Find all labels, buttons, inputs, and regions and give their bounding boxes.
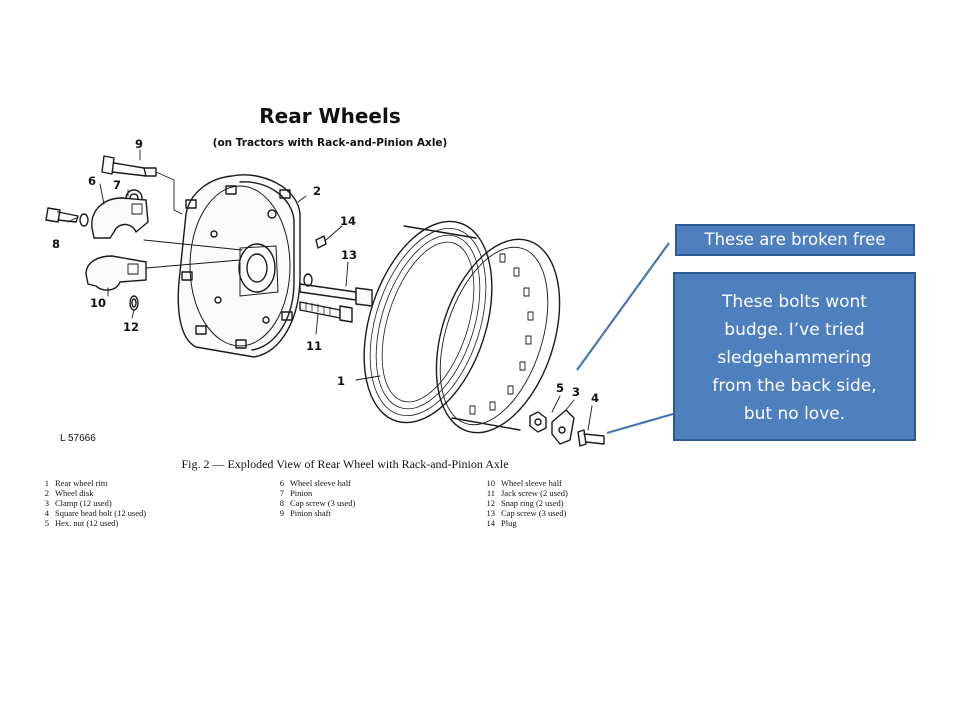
pinion-shaft [101, 155, 157, 177]
part-label-8: 8 [52, 237, 61, 251]
legend-text: Rear wheel rim [55, 478, 108, 488]
legend-item: 7 Pinion [273, 488, 355, 498]
figure-caption: Fig. 2 — Exploded View of Rear Wheel wit… [181, 457, 509, 471]
legend-text: Plug [501, 518, 517, 528]
part-label-5: 5 [556, 381, 565, 395]
part-label-2: 2 [313, 184, 322, 198]
part-label-11: 11 [306, 339, 323, 353]
part-label-13: 13 [341, 248, 358, 262]
legend-item: 8 Cap screw (3 used) [273, 498, 356, 508]
legend-number: 13 [486, 508, 496, 518]
callout-line: but no love. [743, 404, 846, 424]
part-label-14: 14 [340, 214, 357, 228]
part-label-9: 9 [135, 137, 144, 151]
legend-text: Jack screw (2 used) [501, 488, 568, 498]
legend-item: 12 Snap ring (2 used) [483, 498, 568, 508]
legend-text: Cap screw (3 used) [501, 508, 567, 518]
legend-number: 8 [279, 498, 284, 508]
legend-text: Square head bolt (12 used) [55, 508, 147, 518]
part-label-1: 1 [337, 374, 346, 388]
snap-ring [129, 295, 139, 311]
legend-text: Hex. nut (12 used) [55, 518, 119, 528]
legend-number: 9 [279, 508, 284, 518]
parts-legend-column-1: 1 Rear wheel rim 2 Wheel disk 3 Clamp (12 u… [38, 478, 146, 528]
leader-lines [67, 149, 593, 431]
callout-line: These bolts wont [722, 292, 867, 312]
callout-bolts-wont-budge: These bolts wont budge. I’ve tried sledg… [673, 272, 916, 441]
part-label-3: 3 [572, 385, 581, 399]
legend-number: 14 [486, 518, 496, 528]
legend-text: Pinion [290, 488, 313, 498]
part-label-12: 12 [123, 320, 140, 334]
legend-item: 2 Wheel disk [38, 488, 146, 498]
legend-text: Snap ring (2 used) [501, 498, 564, 508]
cap-screw-8 [45, 207, 89, 227]
legend-item: 6 Wheel sleeve half [273, 478, 355, 488]
callout-broken-free-text: These are broken free [704, 230, 886, 249]
hex-nut [529, 411, 547, 433]
legend-number: 6 [279, 478, 284, 488]
callout-line: sledgehammering [717, 348, 872, 368]
square-head-bolt [577, 429, 605, 447]
rear-wheel-rim [363, 220, 561, 434]
legend-item: 1 Rear wheel rim [38, 478, 146, 488]
wheel-disk [177, 174, 301, 358]
legend-item: 9 Pinion shaft [273, 508, 355, 518]
wheel-sleeve-half-lower [85, 255, 147, 291]
pointer-wont-budge [606, 412, 674, 435]
wheel-sleeve-half-upper [91, 197, 149, 239]
legend-number: 1 [44, 478, 49, 488]
legend-number: 7 [279, 488, 284, 498]
diagram-subtitle: (on Tractors with Rack-and-Pinion Axle) [212, 137, 448, 149]
clamp [551, 409, 575, 445]
legend-number: 2 [44, 488, 49, 498]
parts-legend-column-3: 10 Wheel sleeve half 11 Jack screw (2 used… [483, 478, 568, 528]
legend-number: 5 [44, 518, 49, 528]
callout-line: from the back side, [712, 376, 877, 396]
legend-text: Pinion shaft [290, 508, 331, 518]
legend-item: 5 Hex. nut (12 used) [38, 518, 146, 528]
drawing-reference-code: L 57666 [60, 433, 96, 444]
part-label-7: 7 [113, 178, 122, 192]
legend-text: Clamp (12 used) [55, 498, 112, 508]
legend-number: 11 [486, 488, 495, 498]
part-label-4: 4 [591, 391, 600, 405]
legend-item: 4 Square head bolt (12 used) [38, 508, 146, 518]
jack-screw [299, 301, 353, 323]
legend-number: 12 [486, 498, 496, 508]
legend-text: Cap screw (3 used) [290, 498, 356, 508]
cap-screw-13 [299, 273, 373, 307]
part-label-6: 6 [88, 174, 97, 188]
diagram-title: Rear Wheels [259, 104, 401, 128]
callout-line: budge. I’ve tried [724, 320, 865, 340]
legend-item: 10 Wheel sleeve half [483, 478, 568, 488]
legend-number: 10 [486, 478, 496, 488]
callout-pointers [576, 242, 674, 435]
legend-item: 13 Cap screw (3 used) [483, 508, 568, 518]
legend-text: Wheel disk [55, 488, 94, 498]
legend-item: 14 Plug [483, 518, 568, 528]
part-label-10: 10 [90, 296, 107, 310]
legend-item: 3 Clamp (12 used) [38, 498, 146, 508]
legend-number: 4 [44, 508, 49, 518]
legend-text: Wheel sleeve half [290, 478, 351, 488]
plug [315, 235, 327, 249]
legend-item: 11 Jack screw (2 used) [483, 488, 568, 498]
parts-legend-column-2: 6 Wheel sleeve half 7 Pinion 8 Cap screw (3… [273, 478, 356, 518]
legend-number: 3 [44, 498, 49, 508]
pointer-broken-free [576, 242, 670, 371]
legend-text: Wheel sleeve half [501, 478, 562, 488]
callout-broken-free: These are broken free [675, 224, 915, 256]
